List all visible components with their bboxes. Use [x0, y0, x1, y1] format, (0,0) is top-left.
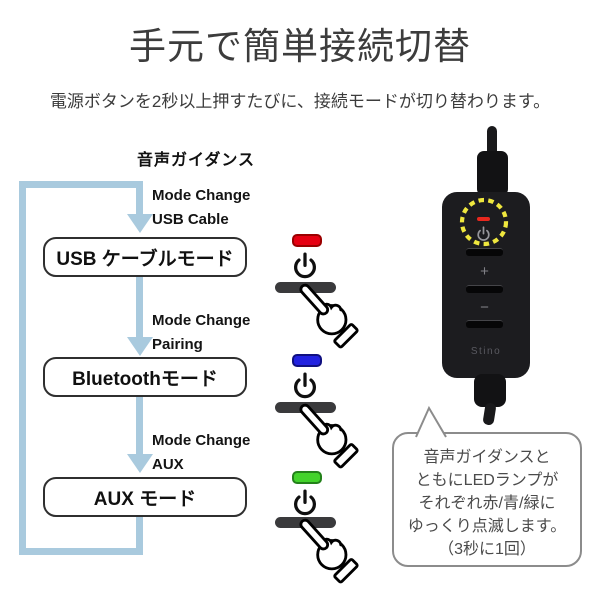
- press-hand-icon: [297, 402, 360, 469]
- press-hand-icon: [297, 517, 360, 584]
- down-arrow-icon: [127, 214, 153, 233]
- loop-line-bottom: [19, 548, 143, 555]
- voice-label-pairing: Pairing: [152, 336, 203, 353]
- device-volume-down-ridge: [466, 320, 503, 328]
- mode-box-bluetooth: Bluetoothモード: [43, 357, 247, 397]
- mode-change-label-2: Mode Change: [152, 312, 251, 329]
- power-icon: [294, 489, 316, 516]
- volume-up-label: +: [480, 263, 489, 280]
- device-volume-up-ridge: [466, 285, 503, 293]
- device-strain-relief: [477, 151, 508, 196]
- arrow-shaft-4: [136, 515, 143, 555]
- arrow-shaft-3: [136, 397, 143, 454]
- mode-box-aux: AUX モード: [43, 477, 247, 517]
- down-arrow-icon: [127, 454, 153, 473]
- highlight-dashed-circle: [459, 197, 509, 247]
- device-power-button-ridge: [466, 248, 503, 256]
- power-icon: [294, 252, 316, 279]
- down-arrow-icon: [127, 337, 153, 356]
- arrow-shaft-2: [136, 277, 143, 337]
- device-power-led: [477, 217, 490, 221]
- green-led: [292, 471, 322, 484]
- brand-label: Stino: [470, 346, 502, 357]
- voice-label-usb-cable: USB Cable: [152, 211, 229, 228]
- voice-guidance-heading: 音声ガイダンス: [137, 152, 256, 169]
- loop-line-top: [19, 181, 143, 188]
- mode-change-label-3: Mode Change: [152, 432, 251, 449]
- page-title: 手元で簡単接続切替: [129, 26, 471, 67]
- mode-change-label-1: Mode Change: [152, 187, 251, 204]
- blue-led: [292, 354, 322, 367]
- red-led: [292, 234, 322, 247]
- callout-text: 音声ガイダンスと ともにLEDランプが それぞれ赤/青/緑に ゆっくり点滅します…: [407, 449, 567, 558]
- callout-bubble: [392, 432, 582, 567]
- page-subtitle: 電源ボタンを2秒以上押すたびに、接続モードが切り替わります。: [49, 92, 551, 111]
- loop-line-left: [19, 181, 26, 555]
- callout-tail: [415, 405, 447, 438]
- device-cable-top: [487, 126, 497, 156]
- press-hand-icon: [297, 282, 360, 349]
- mode-box-usb: USB ケーブルモード: [43, 237, 247, 277]
- power-icon: [477, 226, 490, 241]
- device-cable-bottom: [482, 402, 497, 426]
- voice-label-aux: AUX: [152, 456, 184, 473]
- device-bottom-connector: [474, 374, 506, 407]
- volume-down-label: −: [480, 299, 489, 316]
- arrow-shaft-1: [136, 182, 143, 214]
- power-icon: [294, 372, 316, 399]
